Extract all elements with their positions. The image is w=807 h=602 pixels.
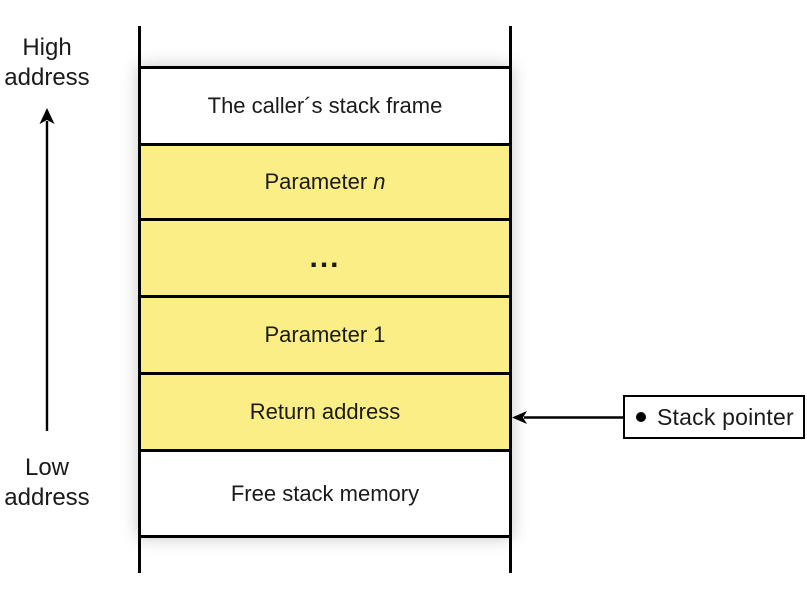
stack-row-label: Free stack memory xyxy=(230,480,420,506)
stack-row-label-italic: n xyxy=(373,169,386,194)
stack-row-free-memory: Free stack memory xyxy=(138,449,512,538)
stack-pointer-box: Stack pointer xyxy=(623,395,805,439)
stack-pointer-arrow-icon xyxy=(512,411,642,424)
stack-row-caller-frame: The caller´s stack frame xyxy=(138,66,512,143)
stack-row-label: The caller´s stack frame xyxy=(207,93,443,118)
bullet-circle-icon xyxy=(636,412,646,422)
stack-row-return-address: Return address xyxy=(138,372,512,449)
stack-sections: The caller´s stack frame Parameter n ...… xyxy=(138,66,512,538)
up-arrow-icon xyxy=(39,108,55,431)
low-address-line2: address xyxy=(4,484,90,511)
low-address-label: Low address xyxy=(2,453,92,513)
stack-pointer-label: Stack pointer xyxy=(657,403,794,430)
stack-row-label: ... xyxy=(309,241,341,274)
stack-row-label: Return address xyxy=(249,399,401,424)
stack-row-ellipsis: ... xyxy=(138,218,512,295)
stack-row-label: Parameter 1 xyxy=(264,322,386,347)
high-address-label: High address xyxy=(2,33,92,93)
stack-row-parameter-1: Parameter 1 xyxy=(138,295,512,372)
high-address-line2: address xyxy=(4,64,90,91)
stack-row-label: Parameter n xyxy=(264,169,386,194)
high-address-line1: High xyxy=(22,34,72,61)
low-address-line1: Low xyxy=(24,454,70,481)
stack-right-rail xyxy=(509,26,512,573)
stack-left-rail xyxy=(138,26,141,573)
stack-row-parameter-n: Parameter n xyxy=(138,143,512,218)
